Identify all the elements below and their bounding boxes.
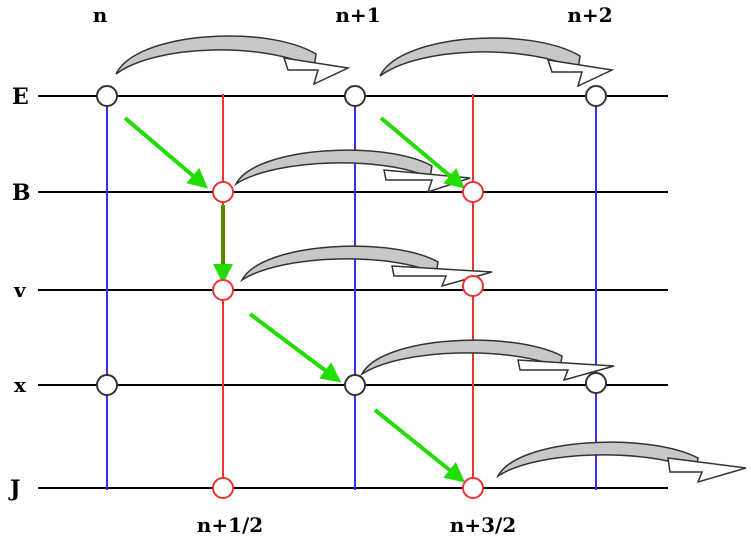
advance-arrow-e-1 (115, 35, 351, 86)
time-label-n: n (93, 3, 108, 27)
time-labels-bottom: n+1/2 n+3/2 (197, 513, 516, 537)
node-x-n2 (585, 372, 607, 394)
update-arrow-v-to-x (248, 312, 342, 383)
time-label-n2: n+2 (567, 3, 612, 27)
advance-arrow-x (359, 339, 615, 382)
row-label-v: v (13, 278, 27, 302)
time-labels-top: n n+1 n+2 (93, 3, 613, 27)
node-e-n1 (344, 85, 366, 107)
row-label-e: E (12, 84, 29, 110)
node-j-n3-half (462, 477, 484, 499)
node-j-n-half (212, 477, 234, 499)
node-v-n3-half (462, 275, 484, 297)
node-x-n (96, 374, 118, 396)
node-v-n-half (212, 279, 234, 301)
advance-arrow-j (495, 441, 747, 484)
advance-arrow-b (233, 149, 471, 194)
row-lines (38, 95, 668, 489)
update-arrow-e-to-b-1 (123, 116, 209, 189)
time-label-n-half: n+1/2 (197, 513, 263, 537)
node-e-n2 (585, 85, 607, 107)
advance-arrow-e-2 (379, 37, 615, 88)
row-labels: E B v x J (8, 84, 31, 502)
row-label-x: x (14, 373, 27, 397)
row-label-b: B (12, 180, 31, 206)
update-arrow-x-to-j (373, 408, 466, 483)
advance-arrows (115, 35, 747, 484)
update-arrow-e-to-b-2 (379, 116, 466, 189)
update-arrows (123, 116, 466, 483)
time-label-n3-half: n+3/2 (450, 513, 516, 537)
node-b-n3-half (462, 181, 484, 203)
advance-arrow-v (239, 245, 493, 288)
node-e-n (96, 85, 118, 107)
time-label-n1: n+1 (335, 3, 380, 27)
node-b-n-half (212, 181, 234, 203)
node-x-n1 (344, 374, 366, 396)
row-label-j: J (8, 476, 20, 502)
grid-nodes (96, 85, 607, 499)
